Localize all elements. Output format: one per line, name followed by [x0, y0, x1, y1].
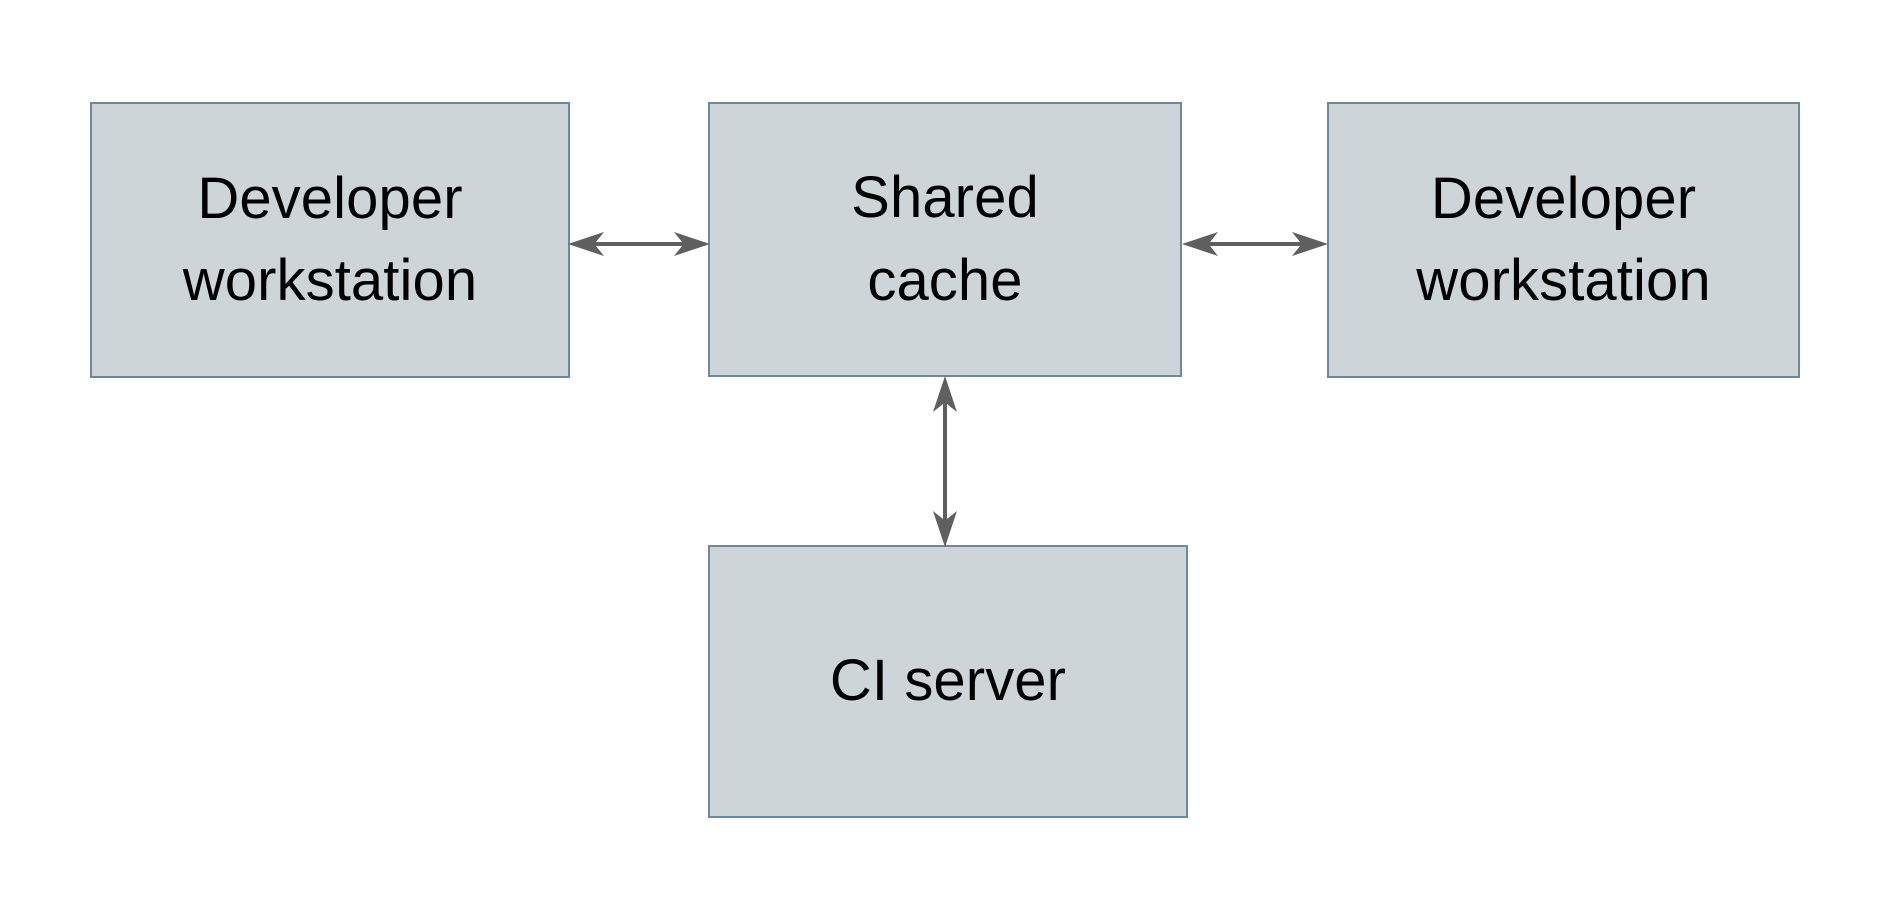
double-arrow-horizontal-icon — [568, 232, 710, 256]
edge-left-workstation-to-cache[interactable] — [566, 215, 712, 273]
node-label-ci-server: CI server — [829, 648, 1067, 714]
node-shared-cache[interactable]: Shared cache — [708, 102, 1182, 377]
node-ci-server[interactable]: CI server — [708, 545, 1188, 818]
node-developer-workstation-left[interactable]: Developer workstation — [90, 102, 570, 378]
node-developer-workstation-right[interactable]: Developer workstation — [1327, 102, 1800, 378]
node-label-developer-workstation-right: Developer workstation — [1416, 165, 1711, 313]
edge-cache-to-right-workstation[interactable] — [1180, 215, 1330, 273]
edge-cache-to-ci-server[interactable] — [916, 374, 974, 549]
node-label-developer-workstation-left: Developer workstation — [182, 165, 478, 313]
double-arrow-vertical-icon — [933, 376, 957, 547]
double-arrow-horizontal-icon — [1182, 232, 1328, 256]
node-label-shared-cache: Shared cache — [851, 165, 1039, 313]
